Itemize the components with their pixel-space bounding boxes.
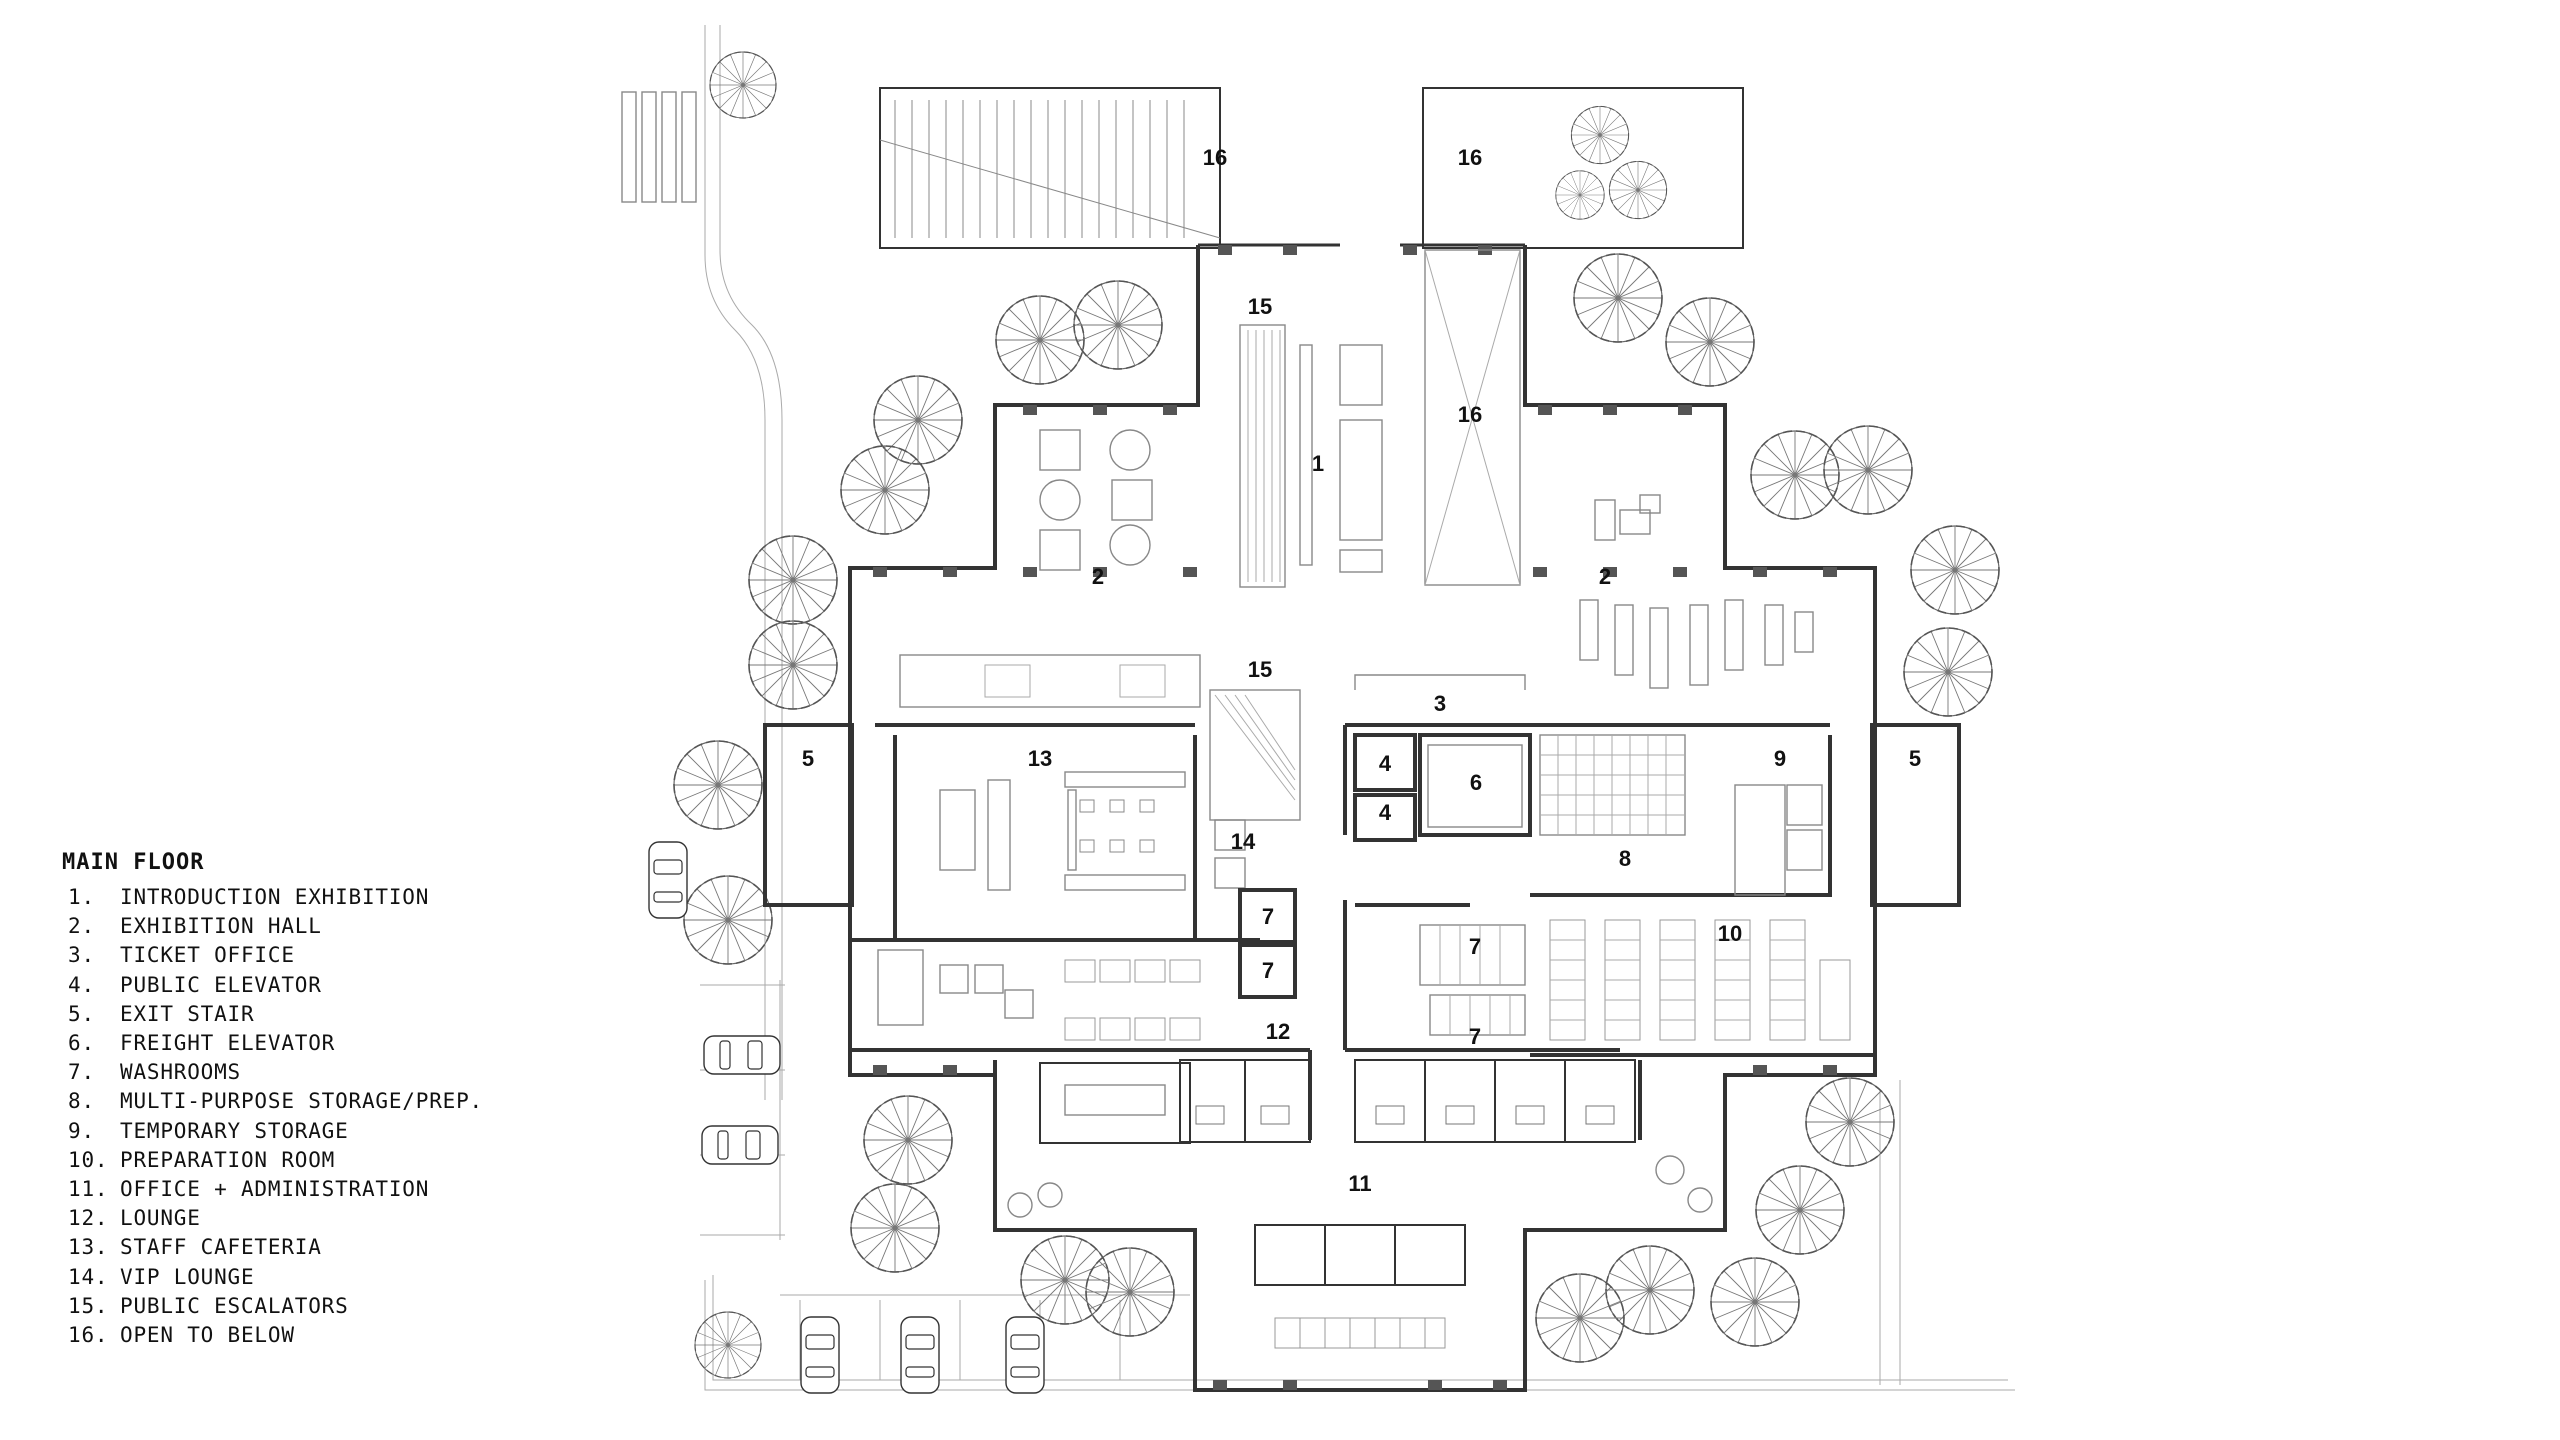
legend-item: 2. EXHIBITION HALL bbox=[62, 912, 483, 941]
legend-item-number: 6. bbox=[68, 1031, 95, 1056]
parked-cars bbox=[648, 841, 1045, 1394]
legend-item-number: 16. bbox=[68, 1323, 109, 1348]
legend-item-label: PUBLIC ESCALATORS bbox=[120, 1293, 349, 1318]
legend-item-number: 14. bbox=[68, 1264, 109, 1289]
legend-item-label: EXIT STAIR bbox=[120, 1001, 255, 1026]
room-tag-intro-exhibition: 1 bbox=[1312, 451, 1324, 476]
legend-item: 12. LOUNGE bbox=[62, 1204, 483, 1233]
storage-grid bbox=[1539, 734, 1823, 896]
legend-item: 14. VIP LOUNGE bbox=[62, 1263, 483, 1292]
legend-item: 8. MULTI-PURPOSE STORAGE/PREP. bbox=[62, 1087, 483, 1116]
legend-item-label: WASHROOMS bbox=[120, 1060, 241, 1085]
legend-item: 4. PUBLIC ELEVATOR bbox=[62, 971, 483, 1000]
room-tag-exit-stair-west: 5 bbox=[802, 746, 814, 771]
legend-item: 5. EXIT STAIR bbox=[62, 1000, 483, 1029]
legend-item-number: 11. bbox=[68, 1177, 109, 1202]
legend-item-label: OFFICE + ADMINISTRATION bbox=[120, 1177, 430, 1202]
legend-item: 9. TEMPORARY STORAGE bbox=[62, 1117, 483, 1146]
legend-item-label: MULTI-PURPOSE STORAGE/PREP. bbox=[120, 1089, 483, 1114]
site-context bbox=[621, 25, 2015, 1391]
legend-item: 1. INTRODUCTION EXHIBITION bbox=[62, 883, 483, 912]
room-tag-escalator-center: 15 bbox=[1248, 657, 1272, 682]
lounge-furniture bbox=[877, 949, 1201, 1041]
legend-item-number: 7. bbox=[68, 1060, 95, 1085]
room-tag-open-below-nw: 16 bbox=[1203, 145, 1227, 170]
ticket-counter bbox=[1354, 674, 1526, 690]
legend-item-label: INTRODUCTION EXHIBITION bbox=[120, 885, 430, 909]
legend-item: 11. OFFICE + ADMINISTRATION bbox=[62, 1175, 483, 1204]
legend-item: 3. TICKET OFFICE bbox=[62, 941, 483, 970]
room-tag-prep-room: 10 bbox=[1718, 921, 1742, 946]
exhibition-west-furniture bbox=[1039, 429, 1153, 571]
room-tags: 16 16 15 16 1 2 2 15 3 13 5 4 6 9 5 4 14… bbox=[802, 145, 1921, 1196]
room-tag-exit-stair-east: 5 bbox=[1909, 746, 1921, 771]
legend: MAIN FLOOR 1. INTRODUCTION EXHIBITION 2. EX… bbox=[62, 850, 483, 1350]
prep-room-tables bbox=[1549, 919, 1851, 1041]
legend-item-number: 1. bbox=[68, 885, 95, 909]
legend-item: 16. OPEN TO BELOW bbox=[62, 1321, 483, 1350]
room-tag-exhibition-east: 2 bbox=[1599, 564, 1611, 589]
open-to-below-center bbox=[1424, 249, 1521, 586]
legend-item-label: TICKET OFFICE bbox=[120, 943, 295, 968]
landscape-trees bbox=[673, 51, 2000, 1379]
legend-item: 7. WASHROOMS bbox=[62, 1058, 483, 1087]
room-tag-vip-lounge: 14 bbox=[1231, 829, 1256, 854]
legend-item-number: 9. bbox=[68, 1118, 95, 1143]
legend-item-label: EXHIBITION HALL bbox=[120, 914, 322, 939]
legend-item-label: PUBLIC ELEVATOR bbox=[120, 972, 322, 997]
legend-item: 15. PUBLIC ESCALATORS bbox=[62, 1292, 483, 1321]
legend-item-number: 13. bbox=[68, 1235, 109, 1260]
open-to-below-north bbox=[879, 87, 1744, 249]
legend-item-label: FREIGHT ELEVATOR bbox=[120, 1031, 336, 1056]
legend-item-label: OPEN TO BELOW bbox=[120, 1323, 295, 1348]
room-tag-office-admin: 11 bbox=[1348, 1171, 1371, 1196]
room-tag-washroom-c: 7 bbox=[1262, 958, 1274, 983]
room-tag-open-below-center: 16 bbox=[1458, 402, 1482, 427]
legend-item: 10. PREPARATION ROOM bbox=[62, 1146, 483, 1175]
room-tag-staff-cafeteria: 13 bbox=[1028, 746, 1052, 771]
escalators bbox=[1209, 324, 1313, 821]
building-walls bbox=[763, 243, 1961, 1392]
legend-item: 6. FREIGHT ELEVATOR bbox=[62, 1029, 483, 1058]
office-cubicles bbox=[1007, 1059, 1713, 1349]
legend-list: 1. INTRODUCTION EXHIBITION 2. EXHIBITION HA… bbox=[62, 883, 483, 1350]
legend-title: MAIN FLOOR bbox=[62, 850, 205, 875]
room-tag-open-below-ne: 16 bbox=[1458, 145, 1482, 170]
legend-item-number: 2. bbox=[68, 914, 95, 939]
vip-lounge-furniture bbox=[1214, 819, 1246, 889]
legend-item-label: PREPARATION ROOM bbox=[120, 1147, 336, 1172]
legend-item-number: 15. bbox=[68, 1293, 109, 1318]
cafeteria-furniture bbox=[899, 654, 1201, 891]
legend-item-number: 8. bbox=[68, 1089, 95, 1114]
room-tag-exhibition-west: 2 bbox=[1092, 564, 1104, 589]
room-tag-temp-storage: 9 bbox=[1774, 746, 1786, 771]
legend-item-number: 5. bbox=[68, 1001, 95, 1026]
room-tag-elevator-b: 4 bbox=[1379, 800, 1392, 825]
legend-item-number: 12. bbox=[68, 1206, 109, 1231]
legend-item-label: TEMPORARY STORAGE bbox=[120, 1118, 349, 1143]
exhibition-east-furniture bbox=[1579, 494, 1814, 689]
legend-item-number: 4. bbox=[68, 972, 95, 997]
room-tag-ticket-office: 3 bbox=[1434, 691, 1446, 716]
room-tag-elevator-a: 4 bbox=[1379, 751, 1392, 776]
washroom-blocks bbox=[1238, 888, 1526, 1036]
room-tag-washroom-d: 7 bbox=[1469, 1024, 1481, 1049]
room-tag-escalator-north: 15 bbox=[1248, 294, 1272, 319]
legend-item-label: LOUNGE bbox=[120, 1206, 201, 1231]
elevator-core bbox=[1353, 733, 1532, 842]
legend-item-label: STAFF CAFETERIA bbox=[120, 1235, 322, 1260]
intro-exhibition-benches bbox=[1339, 344, 1383, 573]
legend-item: 13. STAFF CAFETERIA bbox=[62, 1233, 483, 1262]
room-tag-washroom-a: 7 bbox=[1262, 904, 1274, 929]
room-tag-lounge: 12 bbox=[1266, 1019, 1290, 1044]
room-tag-washroom-b: 7 bbox=[1469, 934, 1481, 959]
room-tag-freight-elevator: 6 bbox=[1470, 770, 1482, 795]
room-tag-storage-prep: 8 bbox=[1619, 846, 1631, 871]
legend-item-number: 3. bbox=[68, 943, 95, 968]
legend-item-label: VIP LOUNGE bbox=[120, 1264, 255, 1289]
legend-item-number: 10. bbox=[68, 1147, 109, 1172]
